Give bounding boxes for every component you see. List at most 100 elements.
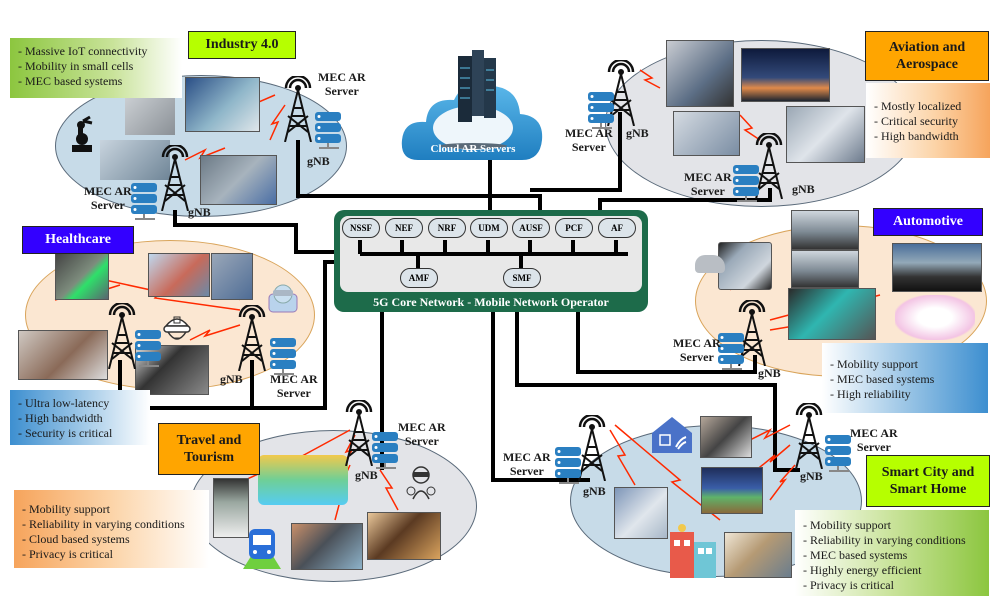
nf-nssf: NSSF: [342, 218, 380, 238]
wireless-link: [379, 469, 399, 511]
gnb-label: gNB: [792, 182, 815, 196]
wireless-link: [269, 104, 286, 141]
industry-photo-ar-worker: [185, 77, 260, 132]
industry-photo-assembly-line: [100, 140, 170, 180]
backhaul-aviation-1: [530, 112, 622, 192]
cloud-server-icon: [400, 48, 545, 163]
healthcare-photo-vein-scanner: [55, 253, 109, 300]
automotive-photo-road-view-2: [791, 250, 859, 288]
gnb-label: gNB: [626, 126, 649, 140]
industry-photo-technician: [200, 155, 277, 205]
mec-server-icon: [372, 432, 399, 469]
nf-smf: SMF: [503, 268, 541, 288]
gnb-label: gNB: [355, 468, 378, 482]
gnb-tower-icon: [794, 403, 824, 469]
mec-server-icon: [315, 112, 342, 149]
smartcity-photo-phone-room: [614, 487, 668, 539]
smartcity-photo-ar-street: [724, 532, 792, 578]
wireless-link: [189, 324, 241, 341]
wireless-link: [739, 114, 761, 141]
automotive-photo-hud: [892, 243, 982, 292]
nf-amf: AMF: [400, 268, 438, 288]
gnb-label: gNB: [583, 484, 606, 498]
backhaul-industry-2: [173, 210, 336, 254]
mec-server-icon: [718, 333, 745, 370]
automotive-photo-tablet-car: [718, 242, 772, 290]
smartcity-features: - Mobility support - Reliability in vary…: [795, 510, 989, 596]
nf-af: AF: [598, 218, 636, 238]
smartcity-photo-phone-lamp: [700, 416, 752, 458]
backhaul-smartcity-2: [515, 312, 800, 472]
nf-ausf: AUSF: [512, 218, 550, 238]
wireless-link: [749, 444, 791, 476]
mec-server-icon: [131, 183, 158, 220]
connected-car-icon: [895, 295, 975, 340]
smart-home-icon: [648, 415, 696, 455]
healthcare-title: Healthcare: [22, 226, 134, 254]
aviation-features: - Mostly localized - Critical security -…: [866, 83, 990, 158]
gnb-tower-icon: [107, 303, 137, 369]
smartcity-photo-ar-table: [701, 467, 763, 514]
backhaul-smartcity-1: [491, 312, 590, 482]
gnb-label: gNB: [307, 154, 330, 168]
automotive-photo-engine-ar: [788, 288, 876, 340]
aviation-photo-cockpit-hud: [741, 48, 830, 102]
automotive-features: - Mobility support - MEC based systems -…: [822, 343, 988, 413]
industry-features: - Massive IoT connectivity - Mobility in…: [10, 38, 182, 98]
gnb-tower-icon: [237, 305, 267, 371]
bus-icon: [243, 527, 281, 569]
vr-patient-icon: [267, 282, 299, 314]
wireless-link: [769, 464, 796, 501]
core-network-functions: NSSF NEF NRF UDM AUSF PCF AF AMF SMF: [340, 216, 642, 292]
smart-building-icon: [668, 520, 720, 578]
gnb-label: gNB: [758, 366, 781, 380]
gnb-tower-icon: [283, 76, 313, 142]
nf-nrf: NRF: [428, 218, 466, 238]
gnb-label: gNB: [220, 372, 243, 386]
aviation-photo-vr-user: [666, 40, 734, 107]
nf-nef: NEF: [385, 218, 423, 238]
nf-pcf: PCF: [555, 218, 593, 238]
aviation-photo-ar-glasses: [673, 111, 740, 156]
mec-server-icon: [555, 447, 582, 484]
mec-server-icon: [135, 330, 162, 367]
core-network-box: NSSF NEF NRF UDM AUSF PCF AF AMF SMF 5G …: [334, 210, 648, 312]
gnb-tower-icon: [160, 145, 190, 211]
healthcare-features: - Ultra low-latency - High bandwidth - S…: [10, 390, 150, 445]
mec-server-icon: [825, 435, 852, 472]
wireless-link: [184, 147, 226, 161]
car-icon: [695, 255, 725, 273]
mec-server-icon: [733, 165, 760, 202]
gnb-label: gNB: [188, 205, 211, 219]
travel-features: - Mobility support - Reliability in vary…: [14, 490, 209, 568]
cloud-label: Cloud AR Servers: [430, 143, 516, 155]
automotive-title: Automotive: [873, 208, 983, 236]
travel-photo-nav-phone: [213, 478, 249, 538]
gnb-label: gNB: [800, 469, 823, 483]
core-bus: [358, 240, 628, 268]
backhaul-industry-1: [296, 140, 542, 212]
healthcare-photo-doctor: [211, 253, 253, 300]
ar-headset-doctor-icon: [160, 312, 194, 346]
wireless-link: [609, 429, 636, 486]
wireless-link: [639, 69, 661, 89]
vr-group-icon: [405, 465, 437, 501]
backhaul-aviation-2: [598, 188, 772, 212]
nf-udm: UDM: [470, 218, 508, 238]
travel-photo-ar-phone: [291, 523, 363, 570]
wireless-link: [739, 424, 791, 446]
core-network-label: 5G Core Network - Mobile Network Operato…: [373, 295, 609, 309]
